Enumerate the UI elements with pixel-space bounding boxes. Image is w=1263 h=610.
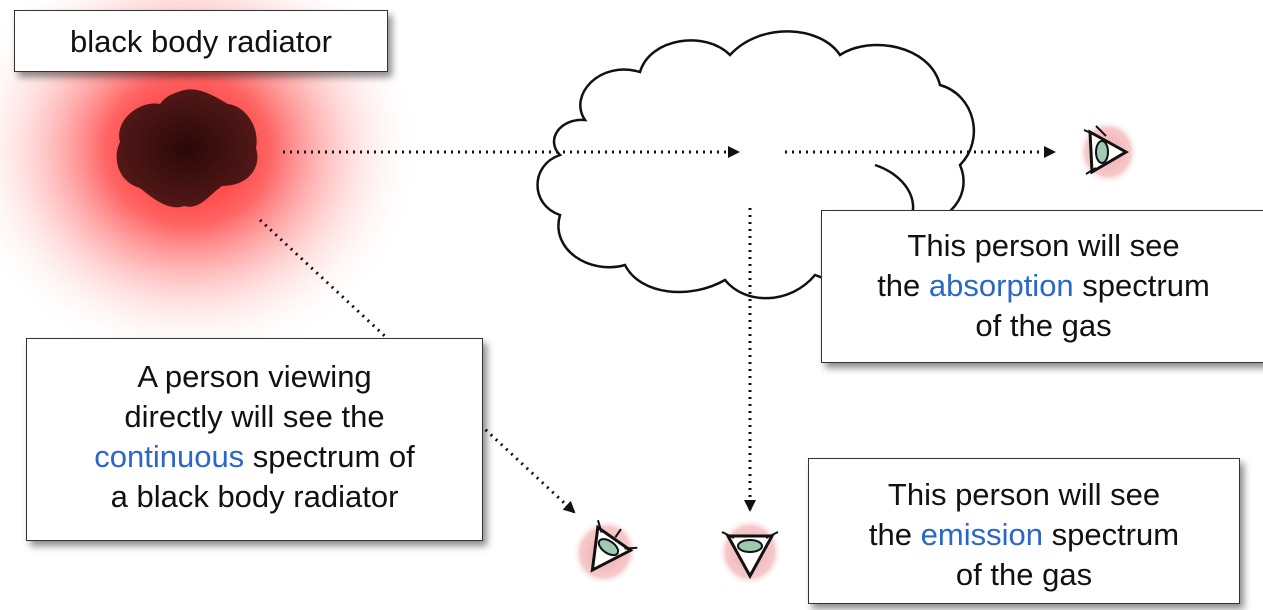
direct-line-3-rest: spectrum of: [244, 439, 415, 474]
emission-line-3: of the gas: [955, 557, 1093, 592]
direct-line-1: A person viewing: [137, 359, 372, 394]
emission-highlight: emission: [920, 517, 1043, 552]
direct-viewer-label: A person viewing directly will see the c…: [26, 338, 483, 541]
black-body-label-text: black body radiator: [70, 24, 332, 59]
emission-post: spectrum: [1042, 517, 1180, 552]
emission-viewer-label: This person will see the emission spectr…: [808, 458, 1240, 604]
absorption-viewer-label: This person will see the absorption spec…: [821, 210, 1263, 363]
eye-icon: [1078, 120, 1138, 184]
arrow-to-direct-viewer: [258, 218, 576, 514]
continuous-highlight: continuous: [94, 439, 245, 474]
eye-icon: [718, 518, 782, 586]
absorption-line-2: the absorption spectrum: [822, 266, 1263, 306]
absorption-post: spectrum: [1073, 268, 1210, 303]
absorption-pre: the: [877, 268, 929, 303]
black-body-label: black body radiator: [14, 10, 388, 72]
absorption-line-3: of the gas: [975, 308, 1112, 343]
black-body-blob: [116, 89, 258, 208]
emission-line-1: This person will see: [887, 477, 1161, 512]
emission-pre: the: [868, 517, 921, 552]
absorption-highlight: absorption: [928, 268, 1074, 303]
direct-line-3: continuous spectrum of: [27, 437, 482, 477]
direct-line-2: directly will see the: [124, 399, 385, 434]
direct-line-4: a black body radiator: [110, 479, 399, 514]
absorption-line-1: This person will see: [907, 228, 1180, 263]
eye-icon: [572, 518, 638, 586]
emission-line-2: the emission spectrum: [809, 515, 1239, 555]
